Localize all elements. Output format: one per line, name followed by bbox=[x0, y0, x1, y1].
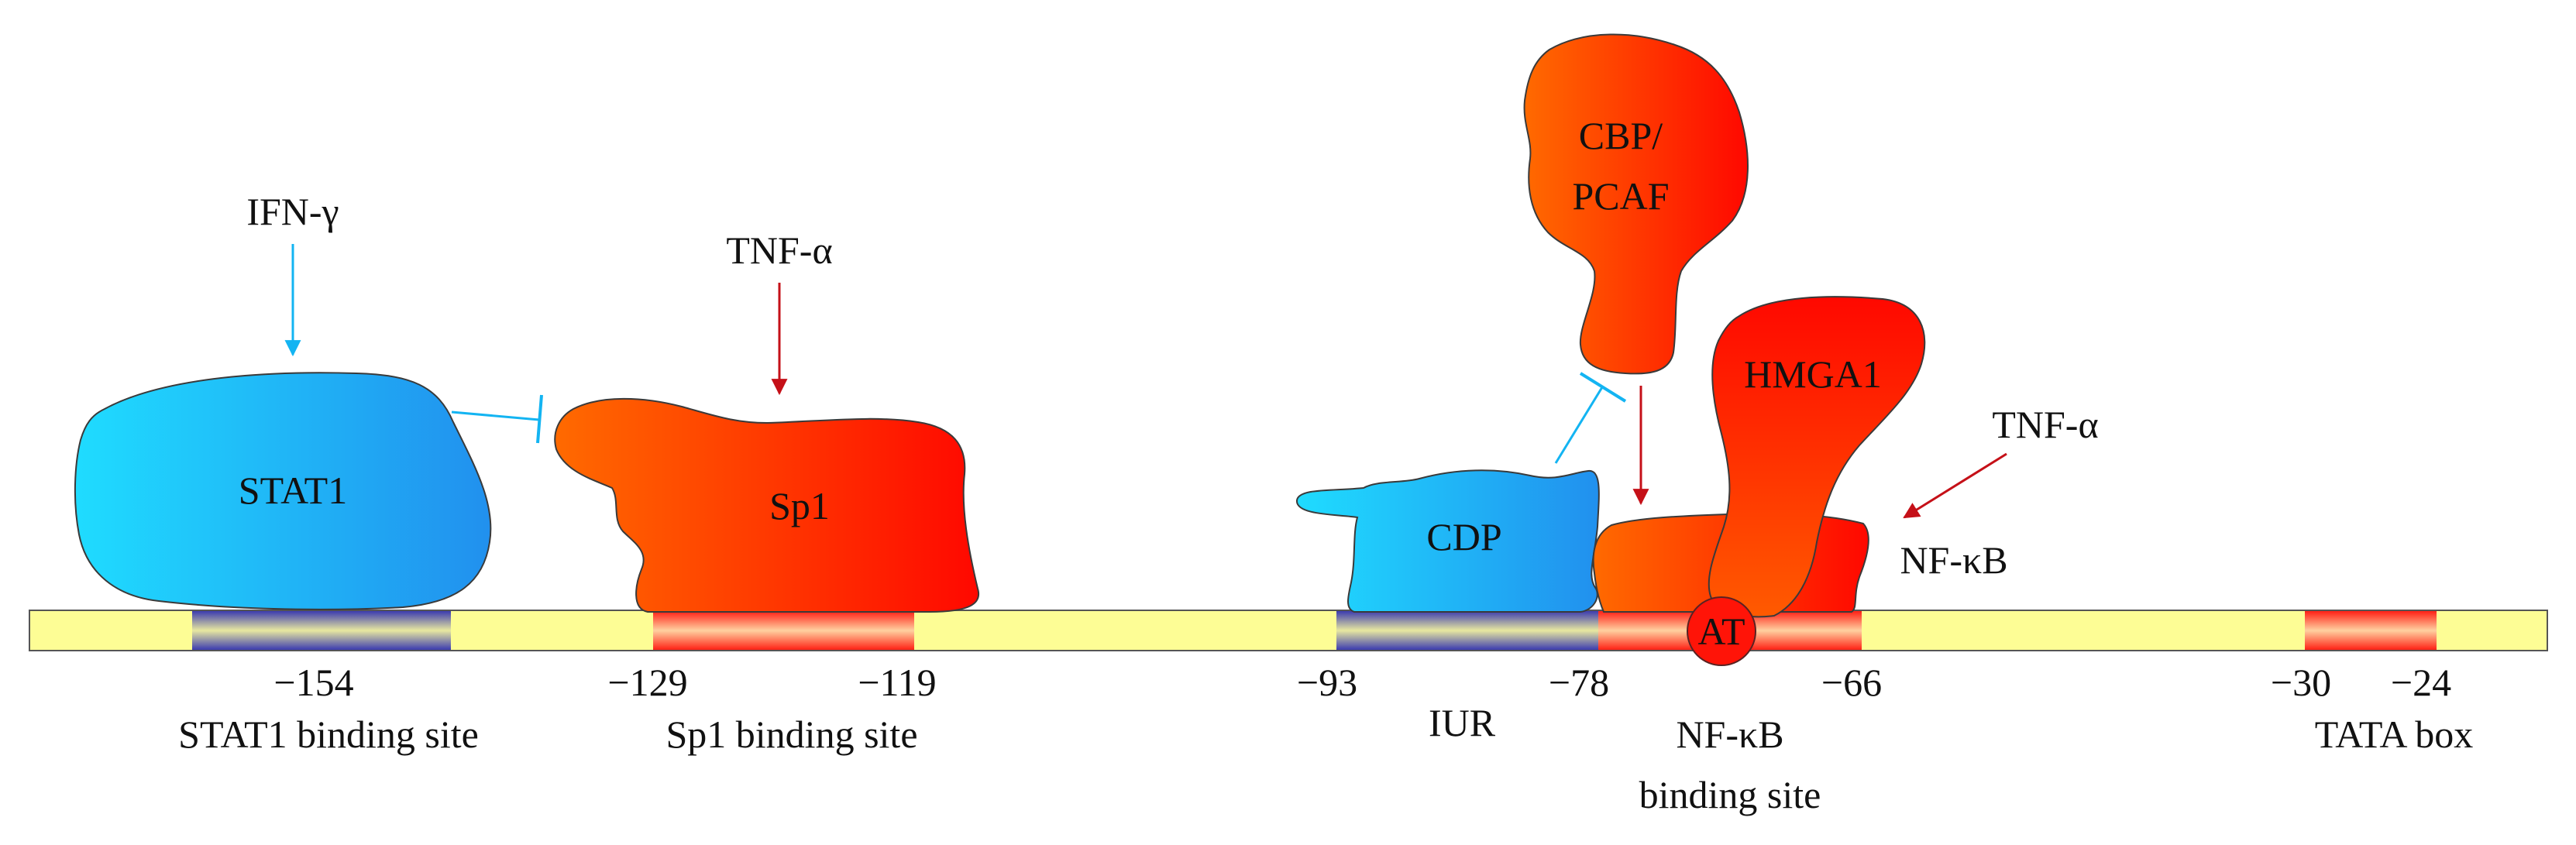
stat1-to-sp1-inhibition-bar bbox=[536, 394, 543, 444]
cdp-protein bbox=[1295, 469, 1600, 613]
ifn-gamma-label: IFN-γ bbox=[246, 190, 339, 233]
cdp-to-cbp-inhibition-bar bbox=[1579, 372, 1627, 403]
nfkb-binding-site-label-line1: NF-κB bbox=[1676, 713, 1783, 756]
stat1-binding-segment bbox=[192, 610, 451, 651]
pos-30-label: −30 bbox=[2271, 661, 2331, 704]
iur-segment bbox=[1336, 610, 1598, 651]
cbp-label-line2: PCAF bbox=[1572, 174, 1669, 218]
pos-154-label: −154 bbox=[273, 661, 353, 704]
at-site-circle bbox=[1687, 596, 1756, 666]
pos-24-label: −24 bbox=[2391, 661, 2451, 704]
sp1-binding-site-label: Sp1 binding site bbox=[665, 713, 917, 756]
nfkb-binding-site-label-line2: binding site bbox=[1639, 773, 1821, 816]
at-label: AT bbox=[1697, 610, 1745, 653]
pos-78-label: −78 bbox=[1549, 661, 1609, 704]
tnf-nfkb-arrow bbox=[1903, 452, 2007, 519]
cdp-to-cbp-inhibition bbox=[1554, 386, 1604, 464]
tata-box-label: TATA box bbox=[2315, 713, 2474, 756]
cbp-pcaf-protein bbox=[1523, 33, 1749, 375]
tnf-alpha-sp1-label: TNF-α bbox=[726, 228, 832, 272]
sp1-label: Sp1 bbox=[769, 484, 830, 527]
pos-93-label: −93 bbox=[1297, 661, 1357, 704]
nfkb-label: NF-κB bbox=[1900, 538, 2007, 582]
stat1-label: STAT1 bbox=[239, 469, 347, 512]
tnf-alpha-nfkb-label: TNF-α bbox=[1992, 403, 2098, 446]
sp1-binding-segment bbox=[653, 610, 914, 651]
sp1-protein bbox=[554, 397, 980, 613]
iur-label: IUR bbox=[1429, 701, 1496, 744]
hmga1-label: HMGA1 bbox=[1744, 352, 1882, 396]
pos-66-label: −66 bbox=[1821, 661, 1882, 704]
dna-outline bbox=[29, 610, 2548, 651]
tata-box-segment bbox=[2305, 610, 2437, 651]
stat1-protein bbox=[74, 372, 492, 610]
pos-119-label: −119 bbox=[858, 661, 936, 704]
cbp-label-line1: CBP/ bbox=[1579, 114, 1663, 157]
pos-129-label: −129 bbox=[607, 661, 687, 704]
cdp-label: CDP bbox=[1426, 515, 1501, 558]
stat1-binding-site-label: STAT1 binding site bbox=[178, 713, 479, 756]
hmga1-protein bbox=[1708, 296, 1926, 618]
stat1-to-sp1-inhibition bbox=[451, 410, 540, 421]
